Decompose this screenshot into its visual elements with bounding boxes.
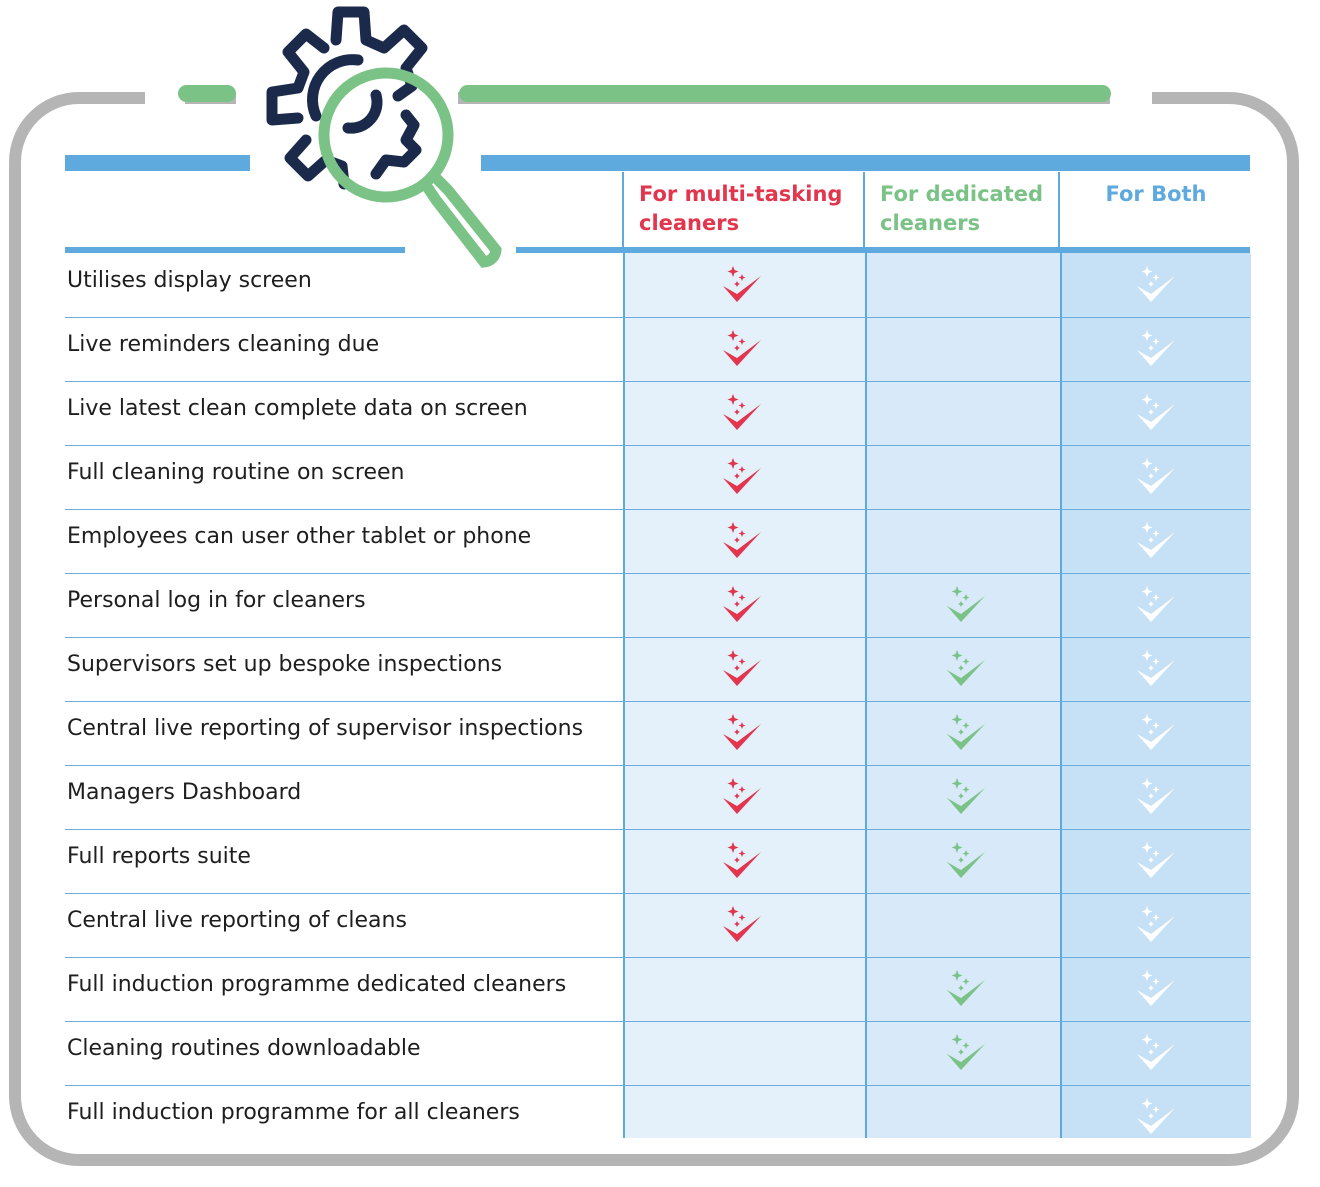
table-row: Utilises display screen bbox=[65, 254, 1250, 318]
table-row: Managers Dashboard bbox=[65, 766, 1250, 830]
row-divider bbox=[65, 381, 1250, 382]
sparkle-check-icon bbox=[941, 710, 989, 758]
row-divider bbox=[65, 765, 1250, 766]
row-divider bbox=[65, 1085, 1250, 1086]
feature-label: Full induction programme dedicated clean… bbox=[67, 972, 567, 997]
table-row: Central live reporting of supervisor ins… bbox=[65, 702, 1250, 766]
table-row: Personal log in for cleaners bbox=[65, 574, 1250, 638]
sparkle-check-icon bbox=[941, 966, 989, 1014]
feature-label: Central live reporting of supervisor ins… bbox=[67, 716, 584, 741]
sparkle-check-icon bbox=[941, 582, 989, 630]
table-row: Supervisors set up bespoke inspections bbox=[65, 638, 1250, 702]
table-row: Cleaning routines downloadable bbox=[65, 1022, 1250, 1086]
header-divider bbox=[622, 172, 624, 249]
header-divider bbox=[1058, 172, 1060, 249]
sparkle-check-icon bbox=[717, 454, 765, 502]
top-blue-rule bbox=[481, 155, 1250, 171]
sparkle-check-icon bbox=[1131, 454, 1179, 502]
row-divider bbox=[65, 1021, 1250, 1022]
table-row: Full induction programme dedicated clean… bbox=[65, 958, 1250, 1022]
sparkle-check-icon bbox=[941, 646, 989, 694]
frame-gap bbox=[1110, 80, 1152, 110]
row-divider bbox=[65, 573, 1250, 574]
sparkle-check-icon bbox=[1131, 774, 1179, 822]
sparkle-check-icon bbox=[1131, 838, 1179, 886]
row-divider bbox=[65, 957, 1250, 958]
feature-label: Supervisors set up bespoke inspections bbox=[67, 652, 503, 677]
column-header-both: For Both bbox=[1105, 182, 1207, 206]
header-blue-rule bbox=[516, 247, 1250, 253]
gear-magnifier-icon bbox=[266, 6, 502, 268]
sparkle-check-icon bbox=[717, 902, 765, 950]
sparkle-check-icon bbox=[717, 390, 765, 438]
feature-label: Cleaning routines downloadable bbox=[67, 1036, 421, 1061]
table-row: Live reminders cleaning due bbox=[65, 318, 1250, 382]
column-header-multi: For multi-tasking cleaners bbox=[639, 182, 843, 235]
row-divider bbox=[65, 701, 1250, 702]
row-divider bbox=[65, 509, 1250, 510]
sparkle-check-icon bbox=[717, 646, 765, 694]
header-blue-rule bbox=[65, 247, 405, 253]
column-multi-background bbox=[623, 253, 865, 1138]
sparkle-check-icon bbox=[1131, 1094, 1179, 1142]
sparkle-check-icon bbox=[717, 582, 765, 630]
column-header-dedicated: For dedicated cleaners bbox=[880, 182, 1044, 235]
sparkle-check-icon bbox=[1131, 262, 1179, 310]
feature-label: Managers Dashboard bbox=[67, 780, 302, 805]
feature-label: Live reminders cleaning due bbox=[67, 332, 380, 357]
table-row: Full cleaning routine on screen bbox=[65, 446, 1250, 510]
column-dedicated-background bbox=[865, 253, 1060, 1138]
table-row: Central live reporting of cleans bbox=[65, 894, 1250, 958]
row-divider bbox=[65, 637, 1250, 638]
row-divider bbox=[65, 317, 1250, 318]
sparkle-check-icon bbox=[1131, 902, 1179, 950]
feature-label: Utilises display screen bbox=[67, 268, 312, 293]
sparkle-check-icon bbox=[941, 1030, 989, 1078]
sparkle-check-icon bbox=[717, 326, 765, 374]
sparkle-check-icon bbox=[1131, 1030, 1179, 1078]
sparkle-check-icon bbox=[1131, 326, 1179, 374]
green-accent-bar bbox=[459, 85, 1111, 102]
feature-label: Full cleaning routine on screen bbox=[67, 460, 405, 485]
sparkle-check-icon bbox=[1131, 582, 1179, 630]
sparkle-check-icon bbox=[717, 774, 765, 822]
table-row: Live latest clean complete data on scree… bbox=[65, 382, 1250, 446]
sparkle-check-icon bbox=[941, 774, 989, 822]
row-divider bbox=[65, 893, 1250, 894]
feature-label: Personal log in for cleaners bbox=[67, 588, 366, 613]
feature-label: Live latest clean complete data on scree… bbox=[67, 396, 528, 421]
header-divider bbox=[863, 172, 865, 249]
feature-label: Full reports suite bbox=[67, 844, 251, 869]
top-blue-rule bbox=[65, 155, 250, 171]
row-divider bbox=[65, 829, 1250, 830]
table-row: Employees can user other tablet or phone bbox=[65, 510, 1250, 574]
sparkle-check-icon bbox=[717, 262, 765, 310]
sparkle-check-icon bbox=[1131, 646, 1179, 694]
column-both-background bbox=[1060, 253, 1251, 1138]
sparkle-check-icon bbox=[1131, 390, 1179, 438]
sparkle-check-icon bbox=[1131, 518, 1179, 566]
sparkle-check-icon bbox=[1131, 710, 1179, 758]
sparkle-check-icon bbox=[717, 518, 765, 566]
sparkle-check-icon bbox=[717, 710, 765, 758]
sparkle-check-icon bbox=[717, 838, 765, 886]
sparkle-check-icon bbox=[941, 838, 989, 886]
feature-label: Employees can user other tablet or phone bbox=[67, 524, 532, 549]
green-accent-bar bbox=[178, 85, 236, 102]
sparkle-check-icon bbox=[1131, 966, 1179, 1014]
table-row: Full induction programme for all cleaner… bbox=[65, 1086, 1250, 1150]
table-row: Full reports suite bbox=[65, 830, 1250, 894]
row-divider bbox=[65, 445, 1250, 446]
feature-label: Full induction programme for all cleaner… bbox=[67, 1100, 520, 1125]
feature-label: Central live reporting of cleans bbox=[67, 908, 407, 933]
